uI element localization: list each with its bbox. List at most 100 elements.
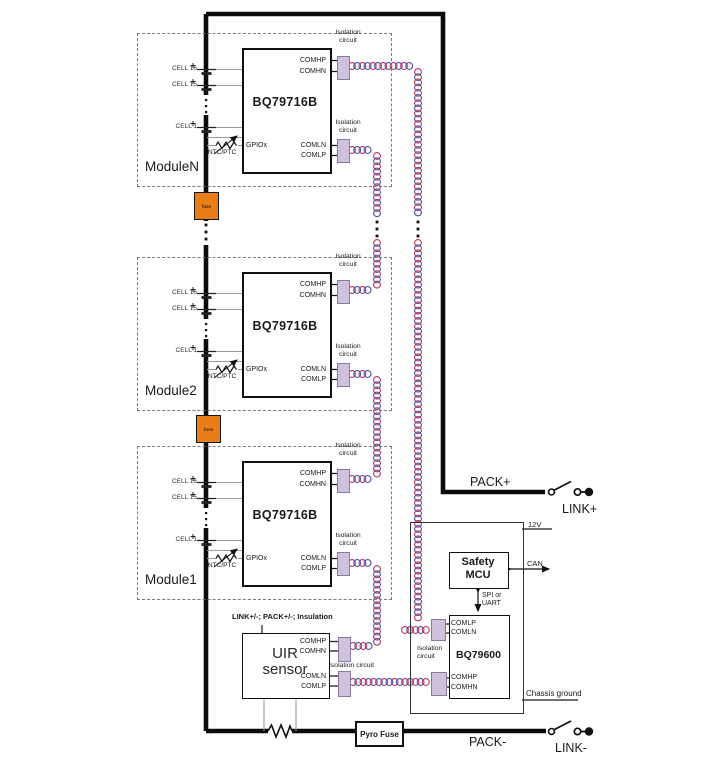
isolation-label-bottom-line2: circuit <box>339 539 357 547</box>
bq79716b-name: BQ79716B <box>252 508 318 522</box>
isolation-label-top-line2: circuit <box>339 449 357 457</box>
safety-mcu-box <box>449 552 509 589</box>
module-boundary <box>137 33 392 187</box>
chassis-ground-label: Chassis ground <box>526 689 582 698</box>
isolation-circuit-top <box>337 280 350 304</box>
cell-16-label: CELL 16 <box>171 65 197 72</box>
isolation-label-bottom-line1: Isolation <box>335 343 361 350</box>
bq79600-isolation-circuit-bottom <box>431 672 447 696</box>
module-boundary <box>137 446 392 600</box>
isolation-label-top-line1: Isolation <box>335 29 361 36</box>
pin-comhn: COMHN <box>299 481 326 488</box>
can-bus-label: CAN <box>527 559 543 568</box>
pin-comhp: COMHP <box>299 470 326 477</box>
pack-plus-label: PACK+ <box>470 475 511 489</box>
bq79716b-chip <box>242 272 332 398</box>
pin-comlp: COMLP <box>301 376 326 383</box>
bq79600-chip <box>449 615 510 699</box>
pin-comln: COMLN <box>300 366 326 373</box>
link-plus-label: LINK+ <box>562 502 598 516</box>
safety-mcu-label-line1: Safety <box>461 556 495 568</box>
module-boundary <box>137 257 392 411</box>
module-Module1: CELL 16 CELL 15 CELL 1 NTC/PTC BQ79716B … <box>0 442 701 600</box>
isolation-label-bottom-line1: Isolation <box>335 119 361 126</box>
cell-1-label: CELL 1 <box>175 123 197 130</box>
gpiox-pin-label: GPIOx <box>246 554 268 562</box>
cell-15-label: CELL 15 <box>171 81 197 88</box>
isolation-circuit-bottom <box>337 363 350 387</box>
safety-mcu-label-line2: MCU <box>465 569 491 581</box>
isolation-circuit-top <box>337 469 350 493</box>
ntc-ptc-label: NTC/PTC <box>208 373 237 380</box>
spi-uart-label-line2: UART <box>482 600 501 607</box>
bms-controller-box <box>410 522 524 714</box>
link-minus-label: LINK- <box>555 741 587 755</box>
bq79716b-chip <box>242 48 332 174</box>
module-name: Module1 <box>145 572 197 587</box>
bq79600-pin-comhn: COMHN <box>451 683 478 691</box>
uir-sensor-name-line2: sensor <box>262 661 308 678</box>
contactor-pack-plus <box>547 480 594 497</box>
pin-comhn: COMHN <box>299 68 326 75</box>
uir-isolation-circuit-top <box>338 637 351 662</box>
cell-16-label: CELL 16 <box>171 289 197 296</box>
uir-sensor-name-line1: UIR <box>272 645 298 662</box>
uir-sensor-box <box>242 633 330 699</box>
pin-comlp: COMLP <box>301 565 326 572</box>
module-name: ModuleN <box>145 159 200 174</box>
ntc-ptc-label: NTC/PTC <box>208 562 237 569</box>
bq79600-name: BQ79600 <box>456 649 501 661</box>
bq79716b-name: BQ79716B <box>252 319 318 333</box>
module-name: Module2 <box>145 383 197 398</box>
spi-uart-label-line1: SPI or <box>482 592 502 599</box>
uir-isolation-label: Isolation circuit <box>329 662 374 669</box>
cell-1-label: CELL 1 <box>175 347 197 354</box>
isolation-label-top-line2: circuit <box>339 36 357 44</box>
bq79600-pin-comlp: COMLP <box>451 619 476 627</box>
isolation-label-top-line2: circuit <box>339 260 357 268</box>
uir-bms-wiring <box>261 528 578 731</box>
pack-minus-label: PACK- <box>469 735 507 749</box>
bus-fuse-bottom: fuse <box>196 415 221 443</box>
bq79600-isolation-label-line1: Isolation <box>417 645 443 652</box>
module-ModuleN: CELL 16 CELL 15 CELL 1 NTC/PTC BQ79716B … <box>0 29 701 187</box>
pin-comln: COMLN <box>300 555 326 562</box>
supply-12v-label: 12V <box>528 520 542 529</box>
module-wiring <box>190 59 337 570</box>
gpiox-pin-label: GPIOx <box>246 365 268 373</box>
cell-16-label: CELL 16 <box>171 478 197 485</box>
isolation-circuit-top <box>337 56 350 80</box>
isolation-label-bottom-line2: circuit <box>339 350 357 358</box>
pin-comlp: COMLP <box>301 152 326 159</box>
uir-pin-comlp: COMLP <box>301 682 326 690</box>
bq79600-isolation-label-line2: circuit <box>417 652 435 660</box>
isolation-circuit-bottom <box>337 139 350 163</box>
cell-15-label: CELL 15 <box>171 494 197 501</box>
pin-comhp: COMHP <box>299 281 326 288</box>
bq79716b-name: BQ79716B <box>252 95 318 109</box>
pin-comhn: COMHN <box>299 292 326 299</box>
gpiox-pin-label: GPIOx <box>246 141 268 149</box>
pyro-fuse-box: Pyro Fuse <box>355 721 404 747</box>
continuation-dots <box>204 220 420 241</box>
uir-pin-comhp: COMHP <box>299 638 326 645</box>
bus-fuse-top: fuse <box>194 192 219 220</box>
bq79600-isolation-circuit-top <box>431 619 446 641</box>
bq79600-pin-comhp: COMHP <box>451 674 478 681</box>
module-Module2: CELL 16 CELL 15 CELL 1 NTC/PTC BQ79716B … <box>0 253 701 411</box>
pin-comln: COMLN <box>300 142 326 149</box>
ntc-ptc-label: NTC/PTC <box>208 149 237 156</box>
isolation-circuit-bottom <box>337 552 350 576</box>
bq79600-pin-comln: COMLN <box>451 629 477 636</box>
contactor-pack-minus <box>547 720 594 736</box>
isolation-label-top-line1: Isolation <box>335 253 361 260</box>
isolation-label-bottom-line2: circuit <box>339 126 357 134</box>
daisy-chain-coils <box>348 62 430 686</box>
isolation-label-top-line1: Isolation <box>335 442 361 449</box>
uir-measurement-note: LINK+/-; PACK+/-; Insulation <box>232 612 333 621</box>
bq79716b-chip <box>242 461 332 587</box>
uir-pin-comhn: COMHN <box>299 647 326 655</box>
uir-pin-comln: COMLN <box>300 672 326 680</box>
cell-15-label: CELL 15 <box>171 305 197 312</box>
